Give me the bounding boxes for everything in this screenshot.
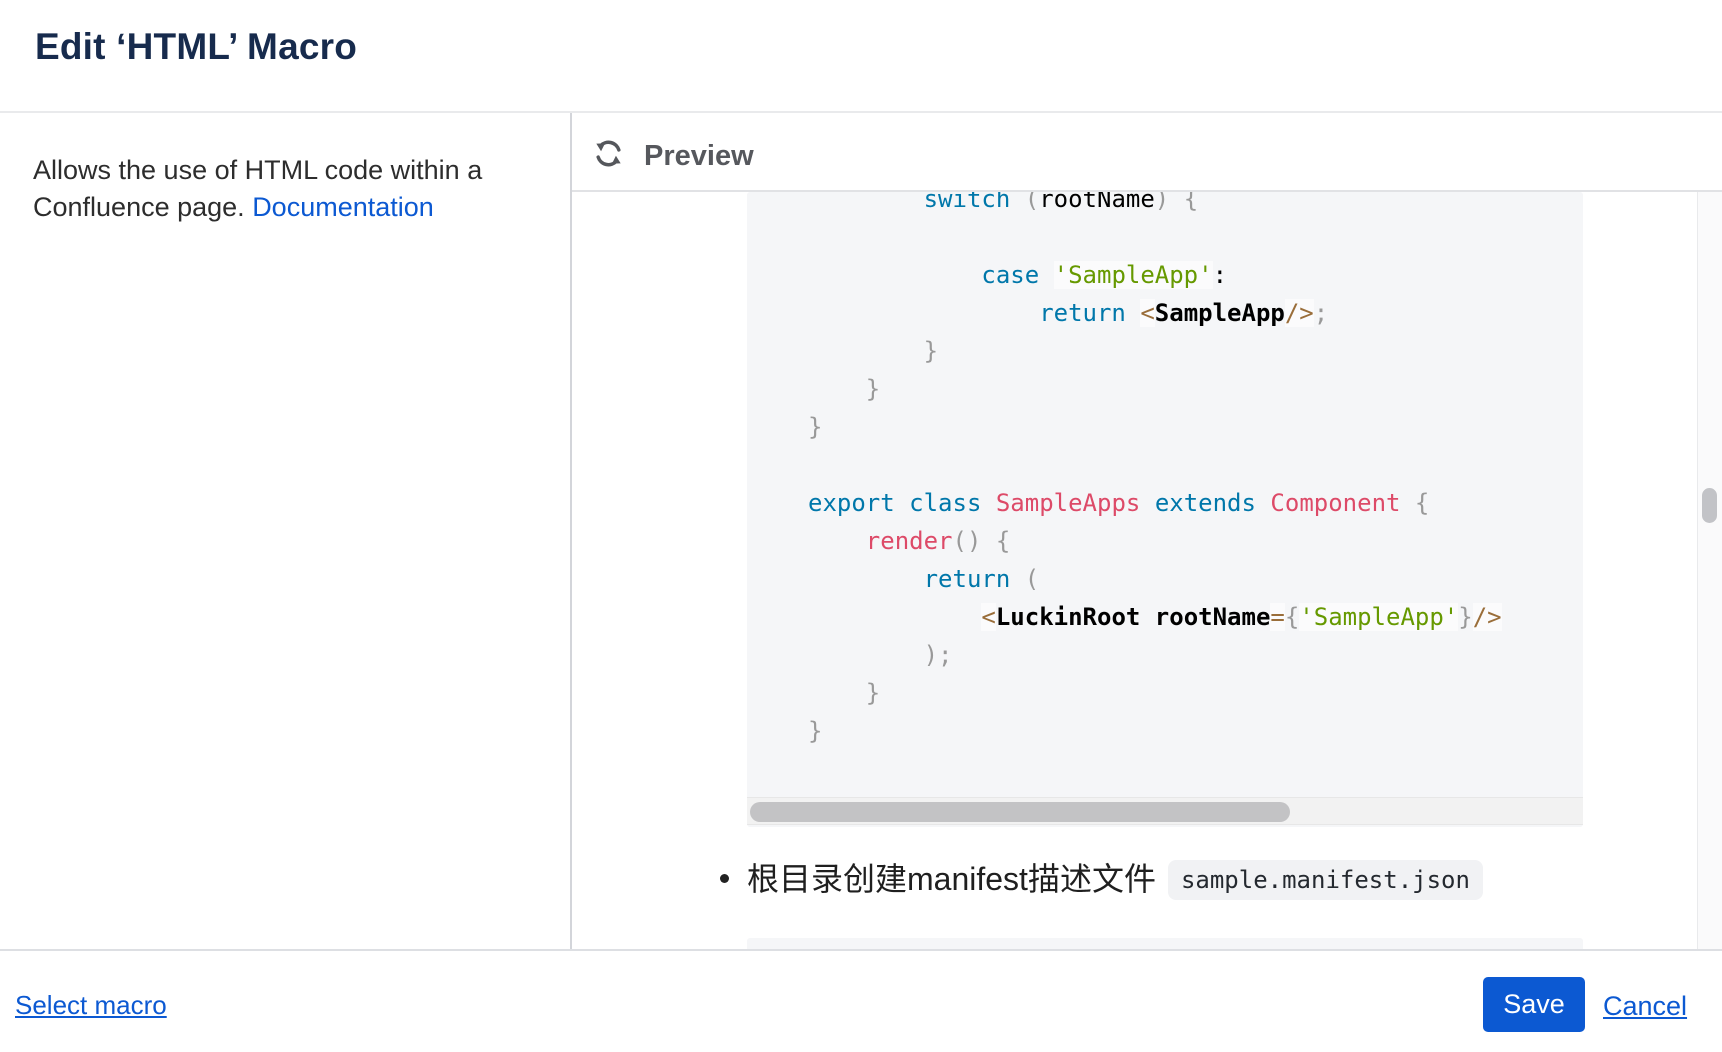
- code-line: }: [865, 375, 881, 403]
- code-line: [808, 218, 1583, 256]
- code-line: export class SampleApps extends Componen…: [808, 489, 1430, 517]
- select-macro-link[interactable]: Select macro: [15, 990, 167, 1020]
- code-line: return <SampleApp/>;: [1039, 299, 1329, 327]
- code-lines: switch (rootName) { case 'SampleApp': re…: [747, 192, 1583, 750]
- code-block-clipped: [747, 938, 1583, 950]
- code-line: case 'SampleApp':: [981, 261, 1228, 289]
- code-line: }: [808, 413, 823, 441]
- footer-divider: [0, 949, 1722, 951]
- code-line: <LuckinRoot rootName={'SampleApp'}/>: [981, 603, 1502, 631]
- code-line: }: [865, 679, 881, 707]
- cancel-link[interactable]: Cancel: [1603, 991, 1688, 1021]
- inline-code-chip: sample.manifest.json: [1167, 860, 1483, 900]
- vertical-scrollbar-thumb[interactable]: [1702, 488, 1717, 523]
- code-line: }: [808, 717, 823, 745]
- code-line: return (: [923, 565, 1040, 593]
- documentation-link[interactable]: Documentation: [252, 192, 434, 222]
- code-block[interactable]: switch (rootName) { case 'SampleApp': re…: [747, 192, 1583, 827]
- dialog-title: Edit ‘HTML’ Macro: [35, 26, 358, 67]
- list-item-text: 根目录创建manifest描述文件: [747, 861, 1156, 897]
- save-button[interactable]: Save: [1483, 977, 1585, 1032]
- preview-header-border: [572, 190, 1722, 192]
- horizontal-scrollbar-thumb[interactable]: [750, 802, 1290, 822]
- panel-divider: [570, 113, 572, 950]
- list-item: 根目录创建manifest描述文件 sample.manifest.json: [720, 856, 1483, 902]
- macro-description: Allows the use of HTML code within a Con…: [33, 152, 498, 226]
- code-line: [808, 446, 1583, 484]
- preview-header: [572, 113, 1722, 190]
- code-line: render() {: [865, 527, 1011, 555]
- bullet-dot: [720, 874, 729, 883]
- code-line: }: [923, 337, 939, 365]
- title-divider: [0, 111, 1722, 113]
- macro-description-text: Allows the use of HTML code within a Con…: [33, 155, 483, 222]
- code-line: switch (rootName) {: [923, 192, 1199, 213]
- preview-label: Preview: [644, 140, 754, 172]
- refresh-icon[interactable]: [592, 137, 625, 170]
- vertical-scrollbar-track[interactable]: [1697, 192, 1722, 950]
- code-line: );: [923, 641, 953, 669]
